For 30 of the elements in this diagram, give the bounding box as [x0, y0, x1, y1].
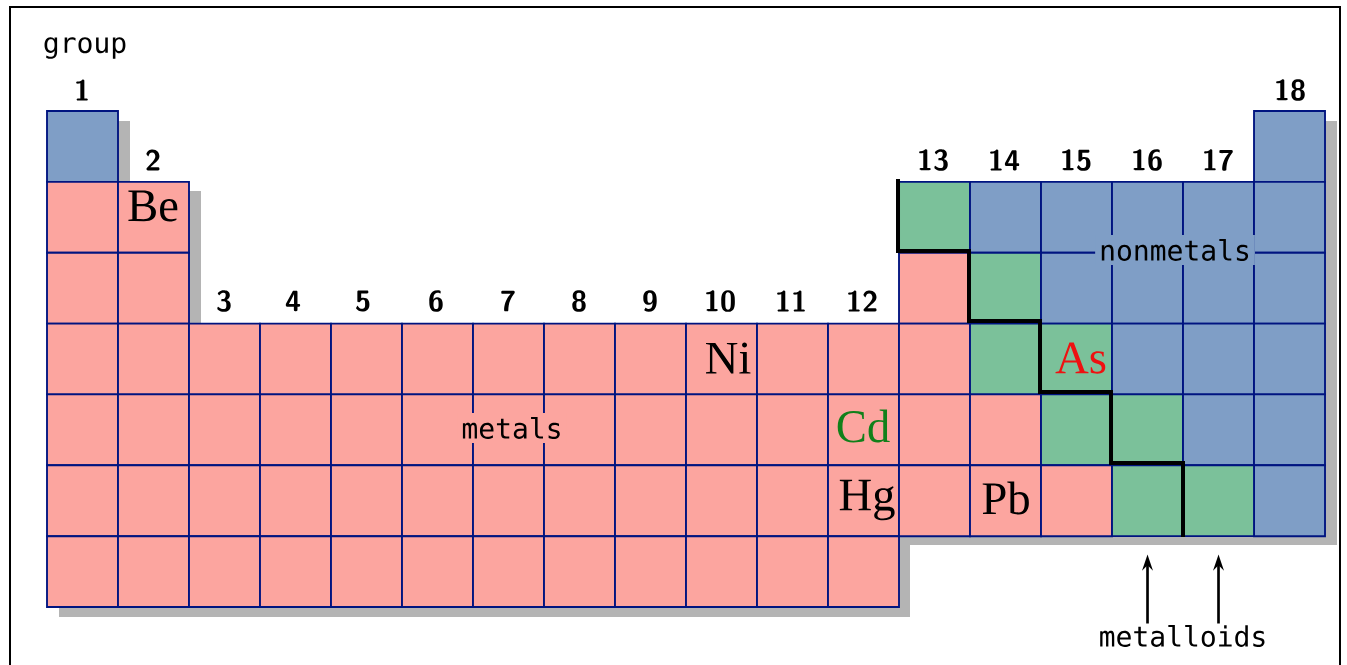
group-number: 13 [919, 149, 948, 171]
element-symbol: Pb [982, 481, 1029, 515]
text-label: metalloids [1100, 625, 1265, 647]
group-number: 14 [990, 149, 1020, 171]
region-label: nonmetals [1095, 235, 1255, 265]
element-symbol: As [1055, 342, 1106, 374]
group-heading: group [44, 37, 126, 59]
group-number: 11 [777, 290, 805, 312]
element-symbol: Cd [837, 409, 890, 443]
group-number: 17 [1204, 149, 1233, 171]
element-symbol: Be [128, 190, 178, 222]
group-number: 1 [76, 79, 88, 101]
group-number: 4 [285, 290, 301, 312]
table-cell [1111, 464, 1184, 538]
group-number: 18 [1276, 79, 1305, 101]
group-number: 9 [643, 290, 657, 312]
element-symbol: Hg [839, 479, 895, 521]
group-number: 8 [572, 290, 586, 312]
element-symbol: Ni [706, 342, 751, 374]
group-number: 5 [356, 290, 370, 312]
group-number: 12 [848, 290, 877, 312]
region-label: metals [457, 413, 567, 443]
group-number: 10 [706, 290, 735, 312]
group-number: 15 [1062, 149, 1091, 171]
table-cell [1182, 464, 1255, 538]
group-number: 7 [501, 290, 515, 312]
group-number: 2 [146, 149, 160, 171]
group-number: 3 [217, 290, 231, 312]
group-number: 6 [429, 290, 443, 312]
group-number: 16 [1133, 149, 1162, 171]
